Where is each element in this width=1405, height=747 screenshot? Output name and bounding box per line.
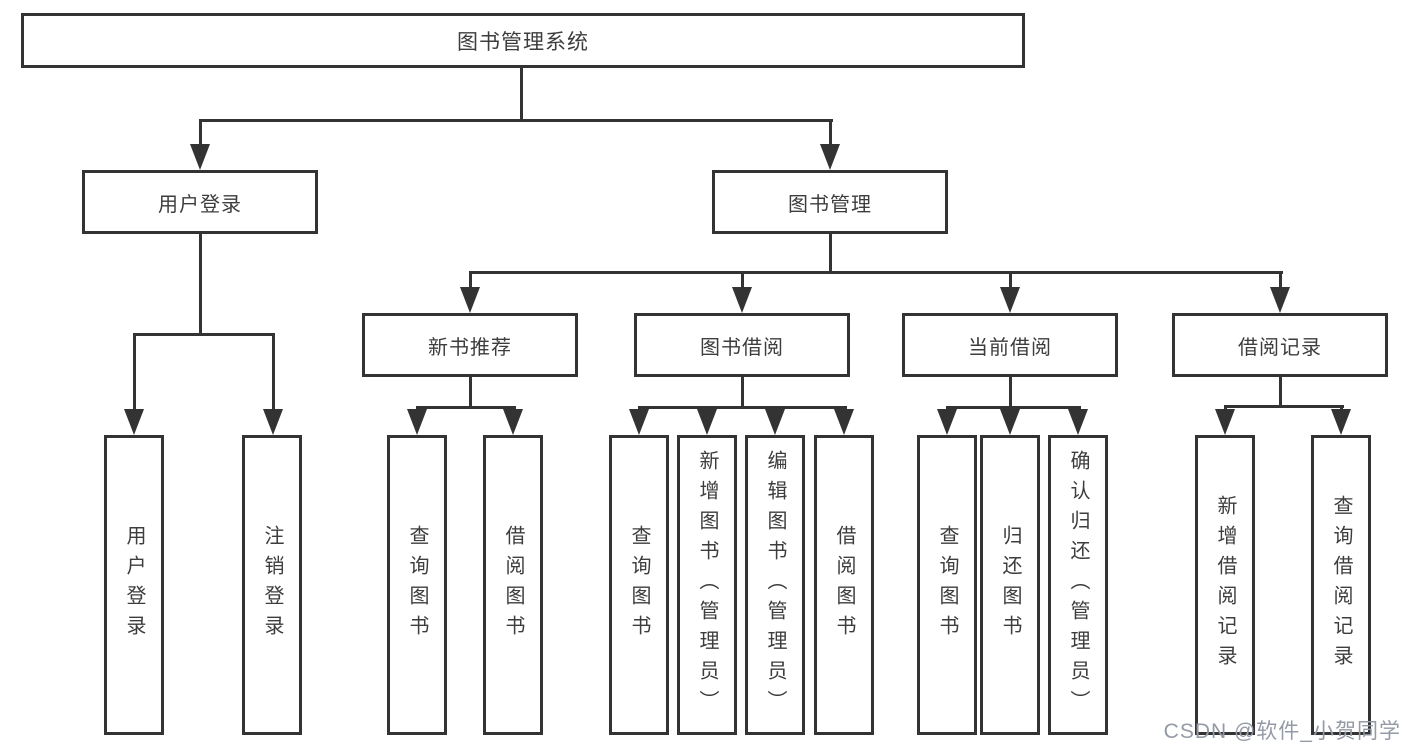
connector-line — [1009, 271, 1012, 293]
leaf-user-login: 用户登录 — [104, 435, 164, 735]
node-book-borrow: 图书借阅 — [634, 313, 850, 377]
node-label: 归还图书 — [999, 525, 1021, 645]
arrowhead-down-icon — [1068, 409, 1088, 435]
arrowhead-down-icon — [697, 409, 717, 435]
leaf-borrow-books: 借阅图书 — [814, 435, 874, 735]
connector-line — [946, 406, 1081, 409]
node-label: 查询图书 — [628, 525, 650, 645]
node-label: 用户登录 — [158, 193, 242, 216]
leaf-borrow-books-recommend: 借阅图书 — [483, 435, 543, 735]
connector-line — [741, 271, 744, 293]
leaf-return-book: 归还图书 — [980, 435, 1040, 735]
node-label: 图书借阅 — [700, 336, 784, 359]
arrowhead-down-icon — [407, 409, 427, 435]
arrowhead-down-icon — [1215, 409, 1235, 435]
node-book-management: 图书管理 — [712, 170, 948, 234]
connector-line — [469, 271, 1283, 274]
connector-line — [199, 234, 202, 335]
leaf-logout: 注销登录 — [242, 435, 302, 735]
arrowhead-down-icon — [503, 409, 523, 435]
node-label: 注销登录 — [261, 525, 283, 645]
leaf-query-books-current: 查询图书 — [917, 435, 977, 735]
arrowhead-down-icon — [765, 409, 785, 435]
connector-line — [1279, 271, 1282, 293]
node-label: 图书管理系统 — [457, 30, 589, 54]
arrowhead-down-icon — [937, 409, 957, 435]
arrowhead-down-icon — [1000, 287, 1020, 313]
connector-line — [1279, 377, 1282, 408]
leaf-query-books-borrow: 查询图书 — [609, 435, 669, 735]
leaf-confirm-return-admin: 确认归还（管理员） — [1048, 435, 1108, 735]
connector-line — [199, 119, 202, 149]
arrowhead-down-icon — [1000, 409, 1020, 435]
connector-line — [469, 271, 472, 293]
node-borrow-records: 借阅记录 — [1172, 313, 1388, 377]
connector-line — [638, 406, 847, 409]
connector-line — [133, 333, 136, 413]
connector-line — [741, 377, 744, 409]
arrowhead-down-icon — [1270, 287, 1290, 313]
arrowhead-down-icon — [834, 409, 854, 435]
leaf-edit-book-admin: 编辑图书（管理员） — [745, 435, 805, 735]
node-label: 新增借阅记录 — [1214, 495, 1236, 675]
arrowhead-down-icon — [1331, 409, 1351, 435]
arrowhead-down-icon — [190, 144, 210, 170]
connector-line — [469, 377, 472, 409]
connector-line — [520, 68, 523, 121]
node-label: 借阅图书 — [502, 525, 524, 645]
arrowhead-down-icon — [263, 409, 283, 435]
leaf-query-books-recommend: 查询图书 — [387, 435, 447, 735]
watermark: CSDN @软件_小贺同学 — [1163, 720, 1401, 743]
node-label: 查询借阅记录 — [1330, 495, 1352, 675]
leaf-add-borrow-record: 新增借阅记录 — [1195, 435, 1255, 735]
connector-line — [829, 119, 832, 149]
arrowhead-down-icon — [124, 409, 144, 435]
arrowhead-down-icon — [629, 409, 649, 435]
node-label: 查询图书 — [936, 525, 958, 645]
node-user-login: 用户登录 — [82, 170, 318, 234]
connector-line — [1224, 405, 1344, 408]
arrowhead-down-icon — [820, 144, 840, 170]
connector-line — [416, 406, 516, 409]
node-label: 新增图书（管理员） — [696, 450, 718, 720]
node-current-borrow: 当前借阅 — [902, 313, 1118, 377]
node-label: 用户登录 — [123, 525, 145, 645]
node-label: 借阅记录 — [1238, 336, 1322, 359]
connector-line — [133, 333, 275, 336]
node-label: 查询图书 — [406, 525, 428, 645]
node-label: 图书管理 — [788, 193, 872, 216]
connector-line — [1009, 377, 1012, 409]
leaf-query-borrow-record: 查询借阅记录 — [1311, 435, 1371, 735]
node-label: 确认归还（管理员） — [1067, 450, 1089, 720]
node-new-book-recommend: 新书推荐 — [362, 313, 578, 377]
leaf-add-book-admin: 新增图书（管理员） — [677, 435, 737, 735]
node-label: 当前借阅 — [968, 336, 1052, 359]
node-label: 新书推荐 — [428, 336, 512, 359]
arrowhead-down-icon — [460, 287, 480, 313]
node-library-management-system: 图书管理系统 — [21, 13, 1025, 68]
connector-line — [829, 234, 832, 274]
connector-line — [199, 119, 833, 122]
node-label: 借阅图书 — [833, 525, 855, 645]
connector-line — [272, 333, 275, 413]
arrowhead-down-icon — [732, 287, 752, 313]
node-label: 编辑图书（管理员） — [764, 450, 786, 720]
